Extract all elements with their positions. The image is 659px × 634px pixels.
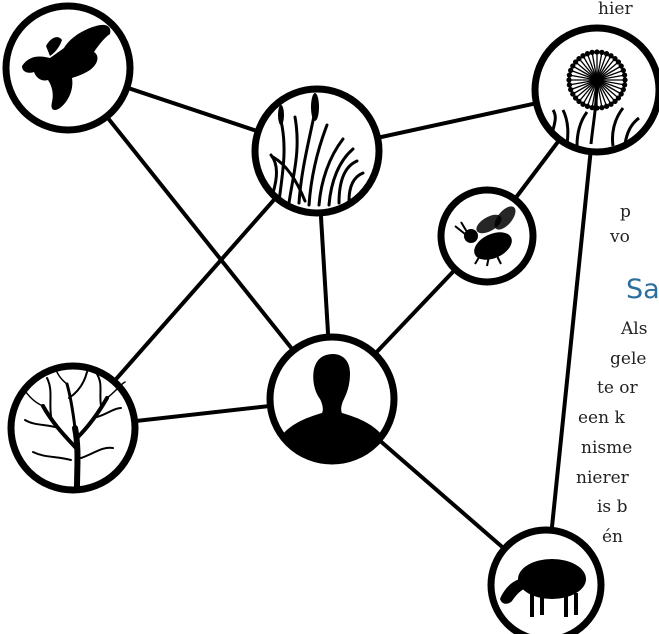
text-line-3: te or bbox=[597, 378, 638, 398]
sheep-node bbox=[487, 526, 605, 634]
dandelion-node bbox=[531, 24, 659, 156]
text-p: p bbox=[620, 202, 631, 222]
text-line-4: een k bbox=[578, 408, 625, 428]
tree-node bbox=[7, 362, 139, 494]
edge-bird-human bbox=[66, 66, 334, 401]
section-heading: Sa bbox=[626, 274, 659, 305]
text-line-7: is b bbox=[597, 497, 628, 517]
text-line-6: nierer bbox=[576, 468, 629, 488]
bee-node bbox=[437, 186, 537, 286]
person-icon bbox=[282, 353, 382, 459]
text-vo: vo bbox=[610, 227, 630, 247]
dandelion-icon bbox=[551, 49, 640, 147]
text-top: hier bbox=[598, 0, 633, 19]
grass-icon bbox=[269, 109, 365, 207]
tree-icon bbox=[22, 367, 126, 491]
text-line-1: Als bbox=[621, 319, 648, 339]
text-line-8: én bbox=[602, 527, 624, 547]
bee-icon bbox=[454, 206, 516, 267]
text-line-5: nisme bbox=[581, 438, 633, 458]
bird-node bbox=[2, 2, 134, 134]
text-line-2: gele bbox=[610, 349, 647, 369]
grass-node bbox=[251, 85, 383, 217]
bird-icon bbox=[22, 24, 111, 110]
edge-dandelion-sheep bbox=[544, 89, 599, 586]
human-node bbox=[266, 333, 398, 465]
sheep-icon bbox=[500, 559, 586, 617]
